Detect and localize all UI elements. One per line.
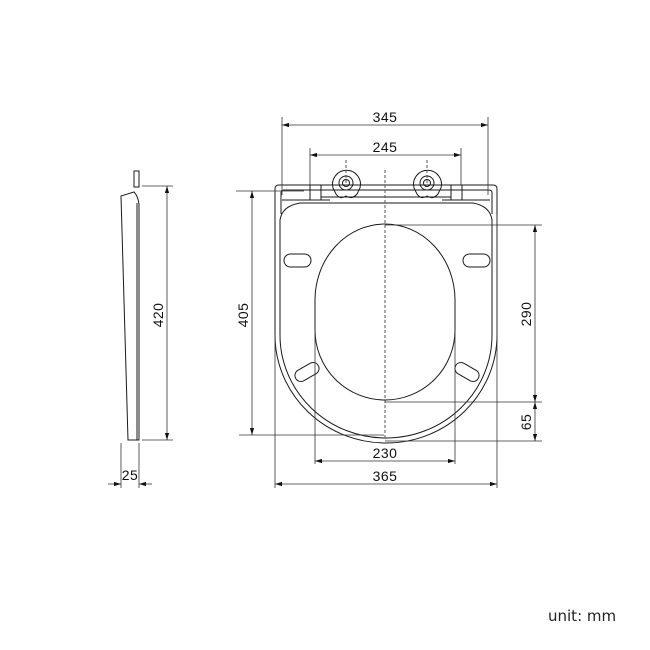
- side-view: 420 25: [108, 170, 173, 488]
- total-width-label: 365: [373, 468, 398, 484]
- hinge-spacing-label: 245: [373, 139, 398, 155]
- side-thickness-label: 25: [122, 467, 139, 483]
- front-rim-label: 65: [518, 414, 534, 431]
- opening-width-label: 230: [373, 445, 398, 461]
- opening-length-label: 290: [518, 302, 534, 327]
- hinge-right: [413, 160, 442, 199]
- side-height-label: 420: [150, 303, 166, 328]
- hinge-left: [332, 160, 361, 199]
- top-view: [274, 160, 498, 444]
- unit-label: unit: mm: [548, 607, 617, 625]
- dimension-lines: 345 245 405 290 65 230 365: [235, 109, 542, 488]
- top-width-label: 345: [373, 109, 398, 125]
- total-length-label: 405: [235, 303, 251, 328]
